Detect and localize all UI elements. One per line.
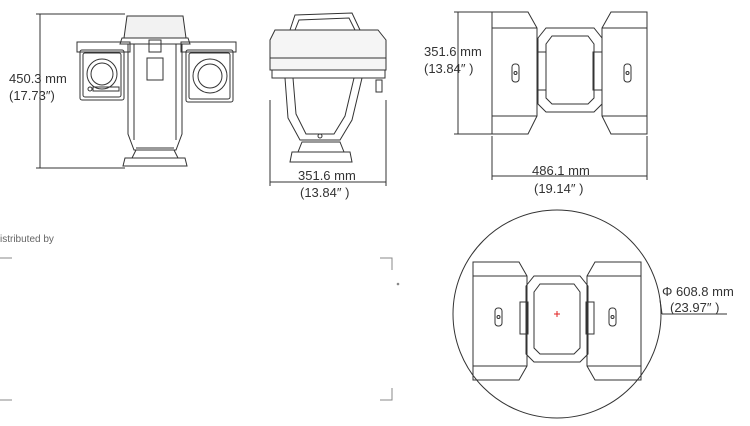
top-depth-mm: 351.6 mm xyxy=(424,44,482,59)
swing-circle-view xyxy=(452,209,727,419)
top-width-in: (19.14″ ) xyxy=(534,181,584,196)
swing-diameter-in: (23.97″ ) xyxy=(670,300,720,315)
front-view xyxy=(36,13,237,169)
swing-diameter-mm: Φ 608.8 mm xyxy=(662,284,734,299)
side-width-in: (13.84″ ) xyxy=(300,185,350,200)
distributor-box xyxy=(0,257,400,401)
side-view xyxy=(269,12,387,186)
top-width-mm: 486.1 mm xyxy=(532,163,590,178)
front-height-mm: 450.3 mm xyxy=(9,71,67,86)
distributed-by-label: istributed by xyxy=(0,234,54,245)
top-view xyxy=(454,11,648,180)
top-depth-in: (13.84″ ) xyxy=(424,61,474,76)
side-width-mm: 351.6 mm xyxy=(298,168,356,183)
center-mark xyxy=(554,311,560,317)
front-height-in: (17.73″) xyxy=(9,88,55,103)
